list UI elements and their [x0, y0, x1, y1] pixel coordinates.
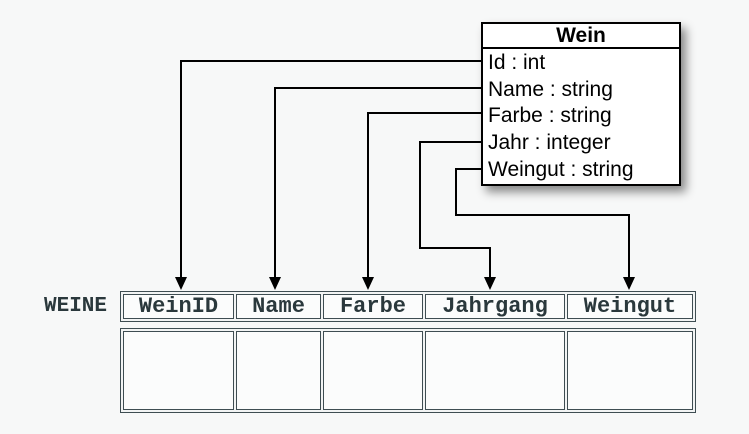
body-cell-name — [236, 331, 321, 410]
column-header-name: Name — [236, 294, 321, 319]
body-cell-weingut — [567, 331, 693, 410]
body-cell-jahrgang — [425, 331, 565, 410]
body-cell-weinid — [123, 331, 234, 410]
arrow-line — [367, 112, 481, 278]
arrow-farbe-to-farbe — [362, 112, 481, 290]
column-header-weingut: Weingut — [567, 294, 693, 319]
column-header-weinid: WeinID — [123, 294, 234, 319]
arrow-id-to-weinid — [175, 60, 481, 290]
arrow-jahr-to-jahrgang — [419, 141, 496, 290]
class-title: Wein — [483, 24, 679, 49]
uml-class-box-wein: Wein Id : int Name : string Farbe : stri… — [481, 22, 681, 186]
column-header-farbe: Farbe — [323, 294, 423, 319]
arrow-weingut-to-weingut — [455, 168, 635, 290]
arrowhead-icon — [362, 277, 374, 290]
column-header-jahrgang: Jahrgang — [425, 294, 565, 319]
arrowhead-icon — [269, 277, 281, 290]
arrowhead-icon — [623, 277, 635, 290]
body-cell-farbe — [323, 331, 423, 410]
arrow-line — [419, 141, 491, 278]
class-attribute-list: Id : int Name : string Farbe : string Ja… — [483, 49, 679, 184]
class-attribute-jahr: Jahr : integer — [488, 131, 611, 155]
class-attribute-farbe: Farbe : string — [488, 104, 612, 128]
arrowhead-icon — [484, 277, 496, 290]
table-body-row — [120, 328, 696, 413]
class-attribute-id: Id : int — [488, 51, 546, 75]
arrowhead-icon — [175, 277, 187, 290]
arrow-line — [180, 60, 481, 278]
arrow-name-to-name — [269, 87, 481, 290]
arrow-line — [455, 168, 630, 278]
class-attribute-name: Name : string — [488, 77, 613, 101]
class-attribute-weingut: Weingut : string — [488, 157, 634, 181]
table-header-row: WeinID Name Farbe Jahrgang Weingut — [120, 291, 696, 322]
table-name-label: WEINE — [44, 295, 108, 318]
arrow-line — [274, 87, 481, 278]
